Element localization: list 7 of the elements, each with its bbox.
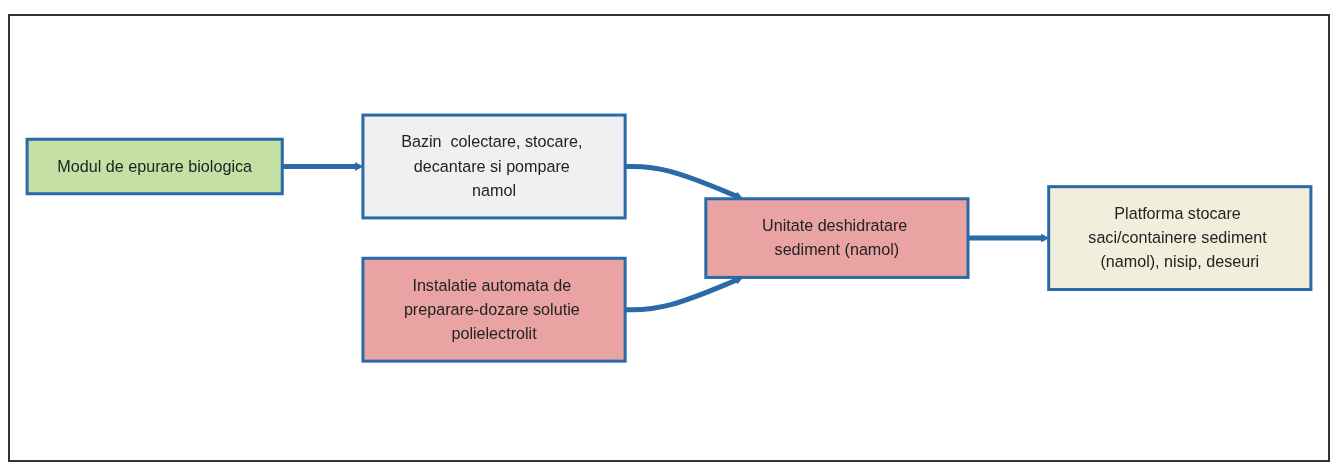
node-box: Modul de epurare biologica bbox=[25, 137, 284, 196]
node-box: Instalatie automata de preparare-dozare solutie polielectrolit bbox=[361, 256, 627, 363]
node-box: Platforma stocare saci/containere sediment (namol), nisip, deseuri bbox=[1047, 185, 1313, 291]
arrow bbox=[968, 233, 1050, 243]
node-box: Bazin colectare, stocare, decantare si pompare namol bbox=[361, 113, 627, 220]
node-box: Unitate deshidratare sediment (namol) bbox=[704, 197, 970, 279]
arrow bbox=[282, 161, 364, 171]
